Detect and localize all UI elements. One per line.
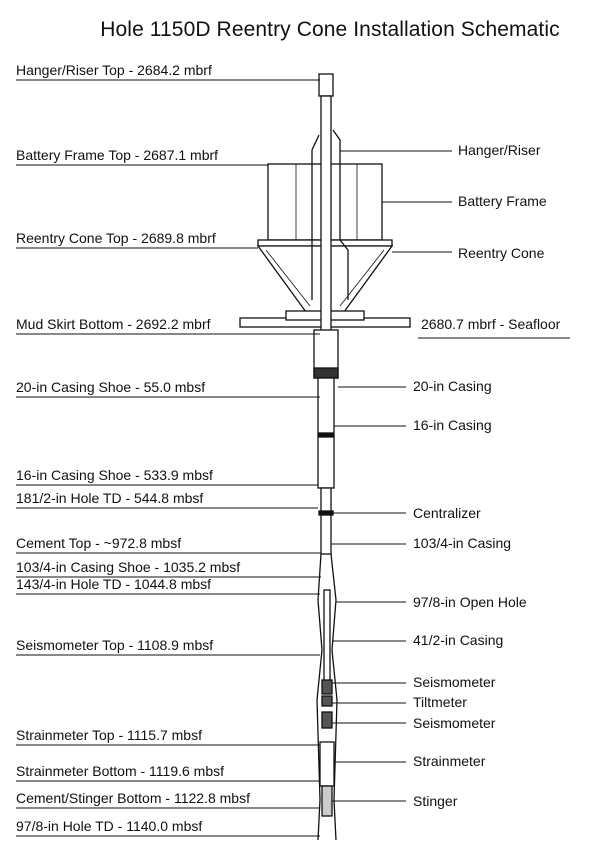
label-battery-frame: Battery Frame	[458, 193, 547, 209]
label-18-1-2-hole-td: 181/2-in Hole TD - 544.8 mbsf	[16, 490, 204, 506]
label-9-7-8-hole-td: 97/8-in Hole TD - 1140.0 mbsf	[16, 818, 203, 834]
label-20in-casing-shoe: 20-in Casing Shoe - 55.0 mbsf	[16, 379, 206, 395]
label-20in-casing: 20-in Casing	[413, 378, 492, 394]
riser	[320, 95, 332, 337]
label-strainmeter-top: Strainmeter Top - 1115.7 mbsf	[16, 727, 202, 743]
open-hole-left	[316, 553, 323, 841]
hanger-top	[318, 73, 334, 97]
tiltmeter	[321, 695, 333, 707]
label-seismometer-top: Seismometer Top - 1108.9 mbsf	[16, 637, 214, 653]
label-seismometer-1: Seismometer	[413, 674, 496, 690]
seismometer-2	[321, 711, 333, 729]
label-10-3-4-casing-shoe: 103/4-in Casing Shoe - 1035.2 mbsf	[16, 559, 241, 575]
diagram-title: Hole 1150D Reentry Cone Installation Sch…	[100, 18, 560, 41]
label-strainmeter: Strainmeter	[413, 753, 486, 769]
label-16in-casing: 16-in Casing	[413, 417, 492, 433]
label-reentry-cone-top: Reentry Cone Top - 2689.8 mbrf	[16, 230, 216, 246]
label-tiltmeter: Tiltmeter	[413, 694, 467, 710]
label-centralizer: Centralizer	[413, 505, 481, 521]
label-cement-top: Cement Top - ~972.8 mbsf	[16, 535, 182, 551]
label-hanger-riser: Hanger/Riser	[458, 142, 541, 158]
label-10-3-4-casing: 103/4-in Casing	[413, 535, 512, 551]
open-hole-right	[330, 553, 338, 841]
label-16in-casing-shoe: 16-in Casing Shoe - 533.9 mbsf	[16, 467, 213, 483]
label-seismometer-2: Seismometer	[413, 715, 496, 731]
label-cement-stinger-bottom: Cement/Stinger Bottom - 1122.8 mbsf	[16, 790, 250, 806]
label-seafloor: 2680.7 mbrf - Seafloor	[421, 316, 561, 332]
label-14-3-4-hole-td: 143/4-in Hole TD - 1044.8 mbsf	[16, 576, 212, 592]
casing-10-3-4	[320, 487, 332, 555]
stinger	[321, 785, 333, 817]
label-hanger-riser-top: Hanger/Riser Top - 2684.2 mbrf	[16, 62, 212, 78]
label-reentry-cone: Reentry Cone	[458, 245, 545, 261]
label-4-1-2-casing: 41/2-in Casing	[413, 632, 504, 648]
label-strainmeter-bottom: Strainmeter Bottom - 1119.6 mbsf	[16, 763, 225, 779]
strainmeter	[319, 741, 335, 787]
seismometer-1	[321, 679, 333, 695]
casing-4-1-2	[323, 589, 331, 691]
label-open-hole: 97/8-in Open Hole	[413, 594, 527, 610]
label-stinger: Stinger	[413, 793, 458, 809]
label-battery-frame-top: Battery Frame Top - 2687.1 mbrf	[16, 147, 219, 163]
label-mud-skirt-bottom: Mud Skirt Bottom - 2692.2 mbrf	[16, 316, 211, 332]
